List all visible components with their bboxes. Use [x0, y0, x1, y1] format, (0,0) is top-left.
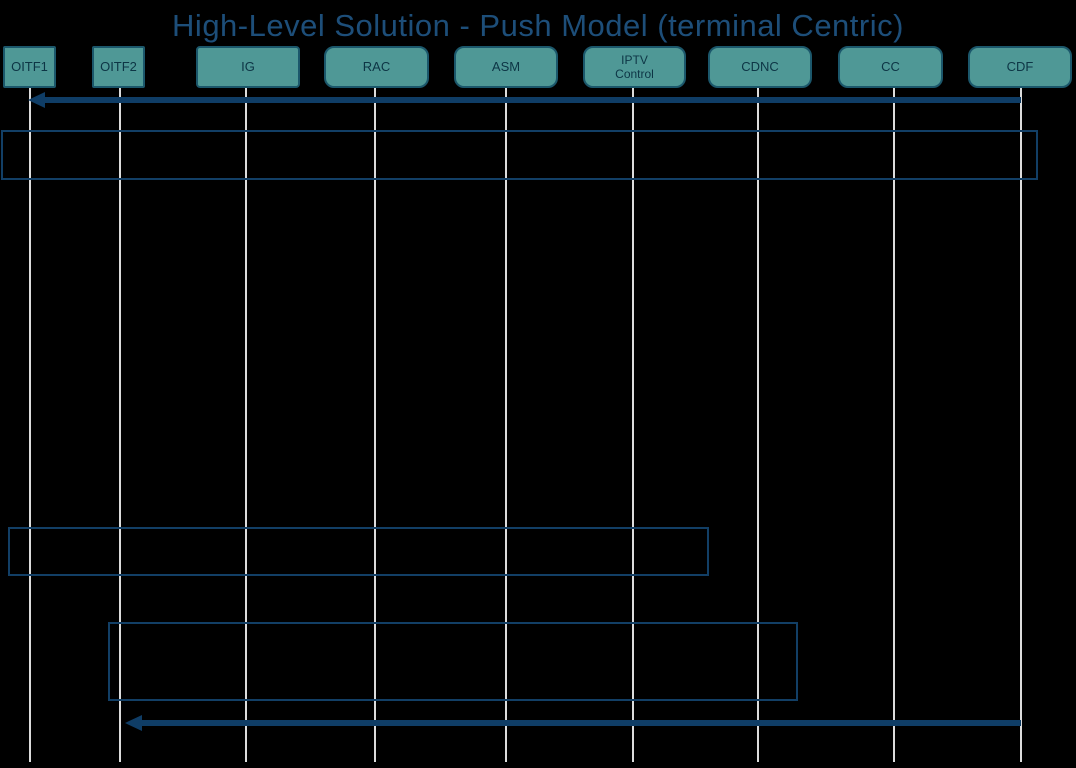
actor-label: OITF1 — [11, 59, 48, 74]
arrowhead-left-icon — [125, 715, 142, 731]
actor-label: OITF2 — [100, 59, 137, 74]
lifeline-cdf — [1020, 88, 1022, 762]
diagram-title: High-Level Solution - Push Model (termin… — [172, 8, 904, 43]
actor-cdf: CDF — [968, 46, 1072, 88]
lifeline-rac — [374, 88, 376, 762]
arrowhead-left-icon — [28, 92, 45, 108]
actor-asm: ASM — [454, 46, 558, 88]
actor-label-line2: Control — [615, 67, 654, 81]
actor-iptv-control: IPTV Control — [583, 46, 686, 88]
message-arrow-cdf-to-oitf2 — [140, 720, 1021, 726]
actor-ig: IG — [196, 46, 300, 88]
actor-label: CC — [881, 59, 900, 74]
lifeline-cdnc — [757, 88, 759, 762]
lifeline-ig — [245, 88, 247, 762]
lifeline-oitf1 — [29, 88, 31, 762]
fragment-lower — [108, 622, 798, 701]
message-arrow-cdf-to-oitf1 — [43, 97, 1021, 103]
actor-label: CDF — [1006, 59, 1034, 74]
actor-oitf2: OITF2 — [92, 46, 145, 88]
actor-label: CDNC — [741, 59, 779, 74]
fragment-middle-left — [8, 527, 709, 576]
fragment-top-full-width — [1, 130, 1038, 180]
lifeline-asm — [505, 88, 507, 762]
lifeline-cc — [893, 88, 895, 762]
actor-label: IPTV — [621, 53, 648, 67]
lifeline-iptv-control — [632, 88, 634, 762]
actor-cdnc: CDNC — [708, 46, 812, 88]
actor-cc: CC — [838, 46, 943, 88]
actor-rac: RAC — [324, 46, 429, 88]
actor-label: RAC — [362, 59, 391, 74]
actor-oitf1: OITF1 — [3, 46, 56, 88]
actor-label: ASM — [491, 59, 521, 74]
lifeline-oitf2 — [119, 88, 121, 762]
actor-label: IG — [241, 59, 255, 74]
